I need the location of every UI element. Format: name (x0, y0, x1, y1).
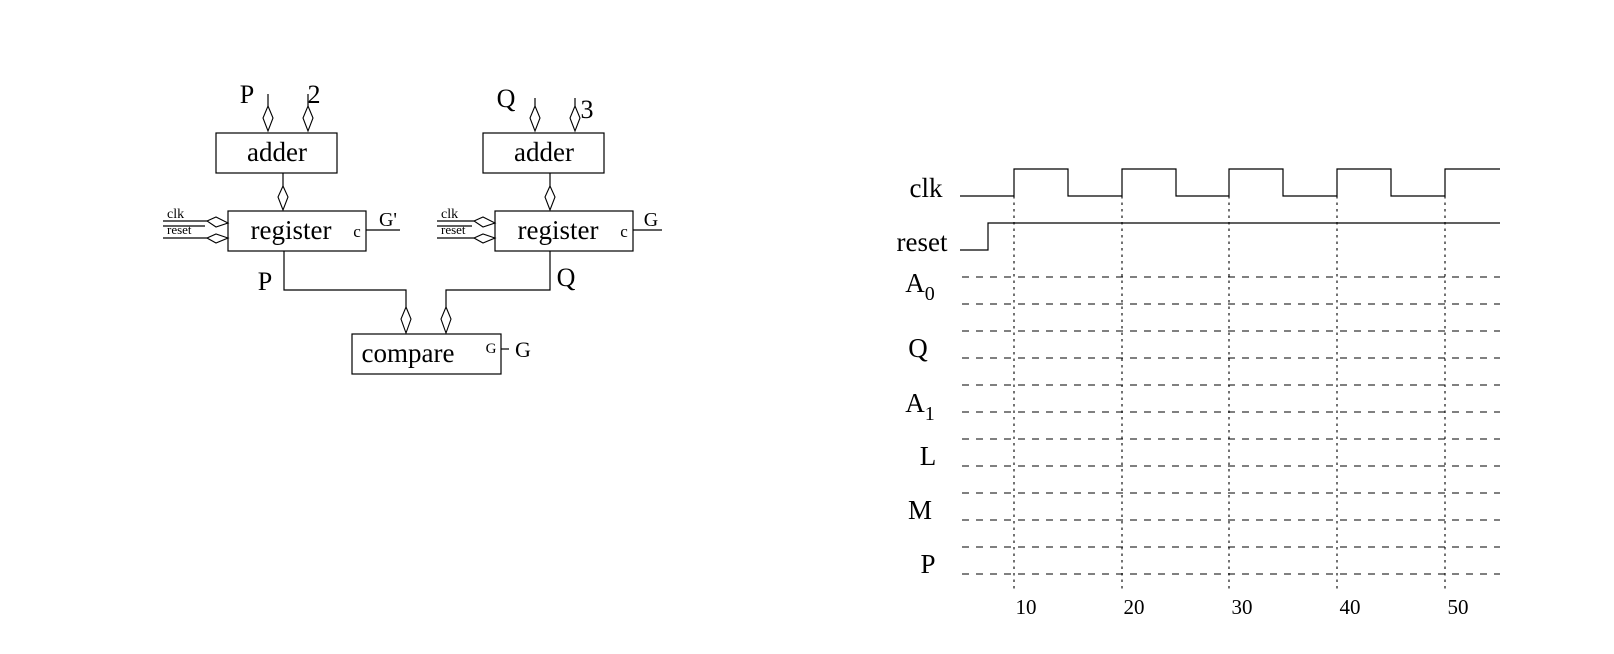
register-left-clk-label: clk (167, 207, 184, 222)
signal-label-p: P (920, 549, 935, 579)
register-left-label: register (251, 215, 332, 245)
time-axis: 10 20 30 40 50 (1016, 595, 1469, 619)
tick-label-10: 10 (1016, 595, 1037, 619)
tick-label-20: 20 (1124, 595, 1145, 619)
signal-label-reset: reset (897, 227, 948, 257)
register-left-reset-arrow (205, 233, 230, 244)
clock-edge-markers (1013, 196, 1446, 590)
tick-label-50: 50 (1448, 595, 1469, 619)
arrow-into-right-adder-b (569, 104, 581, 133)
input-q-label: Q (497, 84, 516, 113)
register-right-reset-label: reset (441, 222, 466, 237)
register-right-clk-arrow (472, 216, 497, 228)
compare-label: compare (362, 338, 455, 368)
adder-right-block: adder (482, 132, 605, 174)
adder-left-label: adder (247, 137, 307, 167)
bus-p: P (258, 251, 412, 335)
compare-block: compare G G (351, 333, 531, 375)
signal-label-l: L (920, 441, 937, 471)
tick-label-40: 40 (1340, 595, 1361, 619)
l-track (962, 438, 1500, 467)
a1-track (962, 384, 1500, 413)
register-left-clk-arrow (205, 216, 230, 228)
signal-label-m: M (908, 495, 932, 525)
block-diagram: P 2 Q 3 adder adder (163, 80, 662, 375)
register-right-output-label: G (644, 209, 658, 231)
register-left-c-label: c (353, 222, 361, 241)
clk-waveform (960, 168, 1500, 197)
tick-label-30: 30 (1232, 595, 1253, 619)
signal-label-clk: clk (910, 173, 943, 203)
adder-left-block: adder (215, 132, 338, 174)
signal-label-a1-sub: 1 (925, 403, 935, 425)
adder-right-label: adder (514, 137, 574, 167)
a0-track (962, 276, 1500, 305)
register-left-block: register c G' clk reset (163, 207, 400, 252)
register-right-reset-arrow (472, 233, 497, 244)
compare-output-label: G (515, 337, 531, 362)
arrow-q-into-compare (440, 305, 452, 335)
right-adder-inputs (529, 98, 581, 133)
compare-g-port-label: G (486, 341, 497, 357)
signal-label-a1: A1 (905, 388, 935, 425)
input-p-label: P (240, 80, 254, 109)
arrow-into-right-adder-a (529, 104, 541, 133)
signal-label-a1-base: A (905, 388, 925, 418)
signal-label-q: Q (908, 333, 928, 363)
arrow-p-into-compare (400, 305, 412, 335)
signal-label-a0-sub: 0 (925, 283, 935, 305)
arrow-adder-to-register-left (277, 184, 289, 212)
register-left-output-label: G' (379, 209, 397, 231)
arrow-adder-to-register-right (544, 184, 556, 212)
timing-diagram: clk reset A0 Q A1 L M P (897, 168, 1500, 619)
m-track (962, 492, 1500, 521)
input-three-label: 3 (581, 95, 594, 124)
register-right-c-label: c (620, 222, 628, 241)
reset-waveform (960, 222, 1500, 251)
p-track (962, 546, 1500, 575)
register-right-clk-label: clk (441, 207, 458, 222)
bus-p-label: P (258, 267, 272, 296)
signal-label-a0-base: A (905, 268, 925, 298)
arrow-into-left-adder-b (302, 104, 314, 133)
signal-label-a0: A0 (905, 268, 935, 305)
register-right-block: register c G clk reset (437, 207, 662, 252)
bus-q-label: Q (557, 263, 576, 292)
q-track (962, 330, 1500, 359)
register-right-label: register (518, 215, 599, 245)
register-left-reset-label: reset (167, 222, 192, 237)
left-adder-inputs (262, 94, 314, 133)
input-two-label: 2 (308, 80, 321, 109)
arrow-into-left-adder-a (262, 104, 274, 133)
bus-q: Q (440, 251, 576, 335)
